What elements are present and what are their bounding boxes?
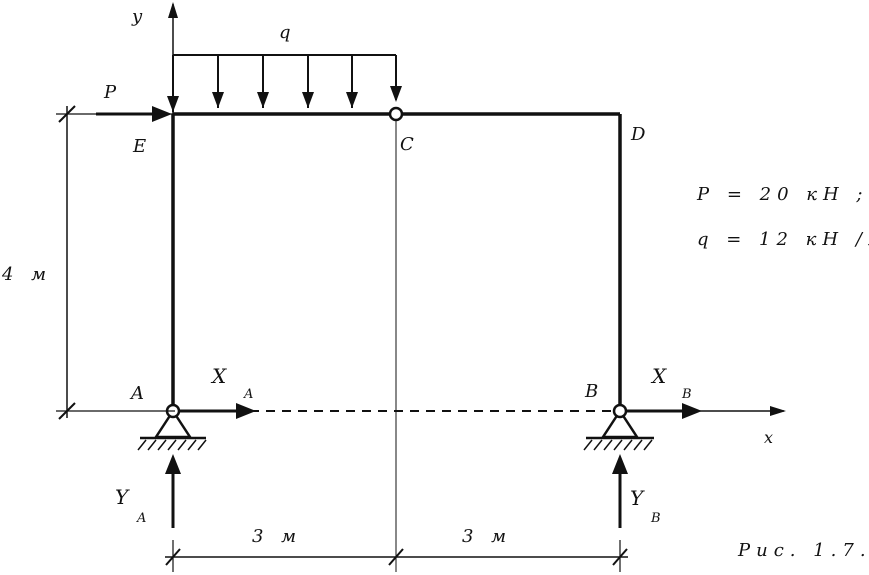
reaction-XA-label: X xyxy=(210,364,227,388)
force-P-label: P xyxy=(103,82,117,103)
x-axis-arrowhead xyxy=(770,406,786,416)
y-axis-arrowhead xyxy=(168,2,178,18)
height-dimension-label: 4 м xyxy=(1,264,52,285)
span-dimension xyxy=(165,540,628,572)
figure-caption: Рис. 1.7. xyxy=(737,540,869,561)
span-left-label: 3 м xyxy=(252,526,302,547)
reaction-XB-label: X xyxy=(650,364,667,388)
point-C-label: C xyxy=(400,134,414,155)
y-axis-label: y xyxy=(131,6,143,27)
reaction-YA-label: Y xyxy=(115,485,130,509)
reaction-YA-arrowhead xyxy=(165,454,181,474)
reaction-XB-arrowhead xyxy=(682,403,702,419)
support-B xyxy=(583,403,654,451)
reaction-XA-arrowhead xyxy=(236,403,256,419)
point-B-label: B xyxy=(584,381,598,402)
reaction-XA-subscript: A xyxy=(243,387,253,402)
reaction-YA-subscript: A xyxy=(136,511,146,526)
height-dimension xyxy=(56,105,175,420)
hinge-C xyxy=(388,106,404,122)
span-right-label: 3 м xyxy=(462,526,512,547)
x-axis-label: x xyxy=(764,428,773,447)
load-q-label: q xyxy=(279,22,291,43)
reaction-XB-subscript: B xyxy=(681,387,692,402)
reaction-YB-arrowhead xyxy=(612,454,628,474)
distributed-load-q xyxy=(167,54,402,112)
given-q-value: q = 12 кН /м . xyxy=(697,229,869,250)
point-D-label: D xyxy=(630,124,646,145)
given-P-value: P = 20 кН ; xyxy=(696,184,869,205)
point-A-label: A xyxy=(129,383,144,404)
reaction-YB-label: Y xyxy=(630,486,645,510)
point-E-label: E xyxy=(132,136,146,157)
reaction-YB-subscript: B xyxy=(650,511,661,526)
